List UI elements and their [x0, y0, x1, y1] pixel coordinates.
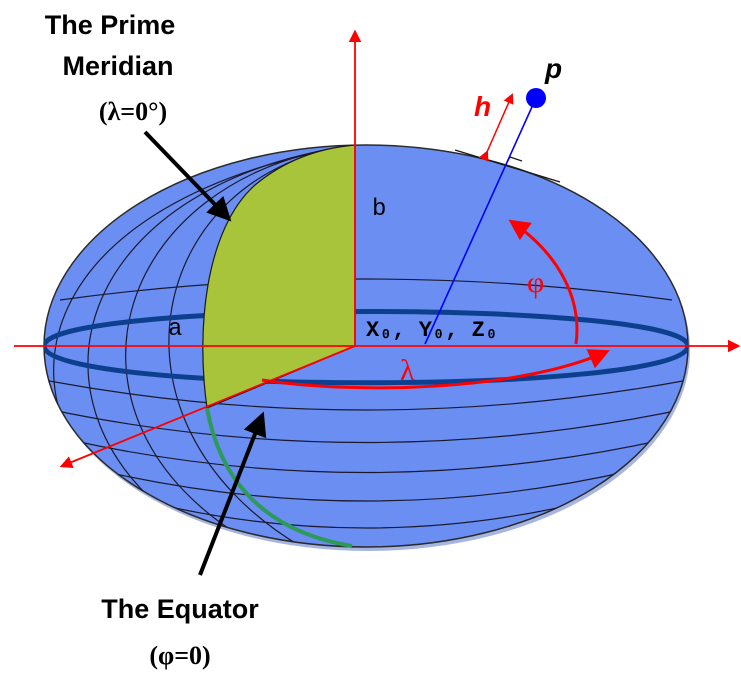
meridian-line	[125, 145, 356, 543]
ellipsoid	[43, 144, 690, 551]
equator-line	[44, 309, 688, 386]
semi-major-axis-label: a	[168, 316, 182, 343]
point-p	[526, 88, 546, 108]
parallel-line	[44, 379, 688, 411]
y-axis	[59, 345, 356, 469]
equator-formula: (φ=0)	[149, 641, 210, 670]
parallel-line	[51, 409, 681, 444]
prime-meridian-title-line1: The Prime	[45, 10, 176, 40]
longitude-arc	[261, 349, 610, 390]
parallel-line	[59, 278, 673, 301]
height-arrow	[478, 93, 514, 162]
prime-meridian-callout-arrow	[143, 130, 232, 222]
prime-meridian-title-line2: Meridian	[62, 51, 173, 81]
parallel-line	[97, 469, 635, 502]
meridian-line	[87, 145, 356, 531]
equator-title: The Equator	[101, 594, 259, 624]
height-label: h	[474, 91, 491, 122]
prime-meridian-arc	[205, 407, 353, 548]
origin-label: X₀, Y₀, Z₀	[366, 318, 498, 343]
equator-callout-arrow	[198, 411, 267, 576]
normal-line	[424, 97, 537, 345]
longitude-label: λ	[400, 354, 415, 387]
parallel-line	[139, 499, 593, 529]
parallel-line	[69, 439, 663, 474]
latitude-label: φ	[527, 266, 544, 299]
meridian-line	[168, 145, 356, 547]
prime-meridian-sector	[202, 144, 356, 409]
axes	[14, 29, 741, 469]
latitude-arc	[508, 219, 579, 345]
tangent-line	[454, 149, 561, 183]
point-label: p	[544, 53, 562, 84]
prime-meridian-formula: (λ=0°)	[99, 97, 167, 126]
semi-minor-axis-label: b	[372, 196, 386, 223]
